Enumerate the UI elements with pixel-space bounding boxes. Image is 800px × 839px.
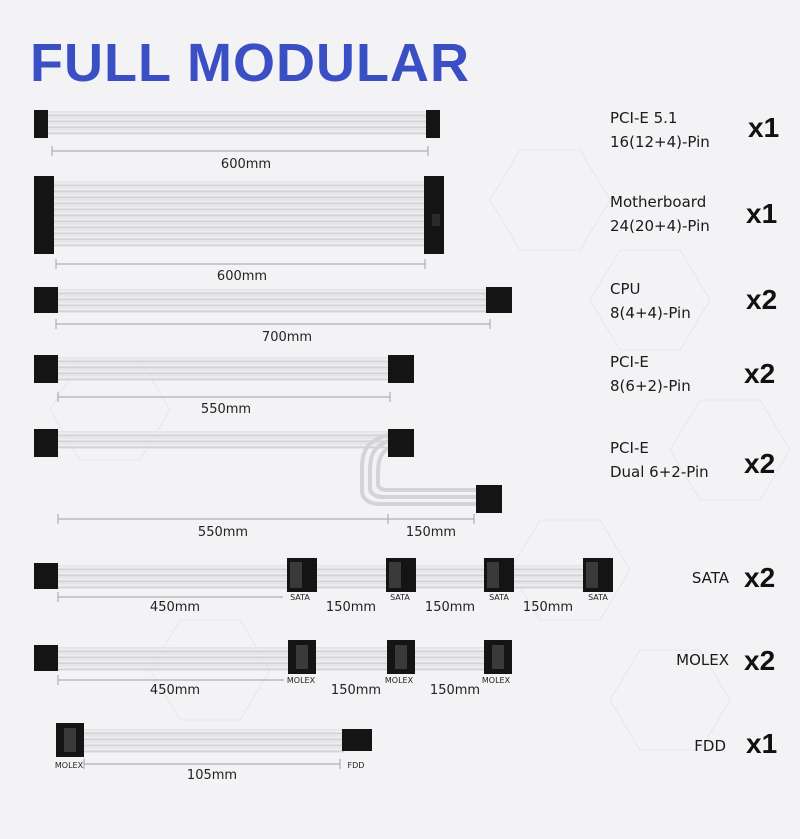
label-line2: 16(12+4)-Pin (610, 133, 710, 151)
cable-pcie51: 600mm (34, 110, 440, 172)
cable-label-sata: SATA (691, 569, 729, 587)
cable-pcie-dual: 550mm 150mm (34, 429, 502, 540)
sata-tag: SATA (489, 593, 509, 602)
dimension-label: 550mm (198, 525, 248, 540)
connector-8pin-right (388, 429, 414, 457)
connector-8pin-right (486, 287, 512, 313)
dimension-line (57, 514, 475, 524)
dimension-label: 105mm (187, 768, 237, 783)
connector-branch-8pin (476, 485, 502, 513)
dimension-line (51, 146, 429, 156)
dimension-label: 450mm (150, 683, 200, 698)
dimension-label: 600mm (217, 269, 267, 284)
qty-fdd: x1 (746, 728, 778, 759)
qty-molex: x2 (744, 645, 776, 676)
dimension-label: 450mm (150, 600, 200, 615)
sata-connector (583, 558, 613, 592)
qty-cpu: x2 (746, 284, 778, 315)
cable-label-pcie-dual: PCI-E Dual 6+2-Pin (610, 436, 709, 484)
dimension-line (55, 319, 491, 329)
cable-sata: SATA SATA SATA SATA 450mm 150mm 150mm 15… (34, 558, 613, 615)
cable-fdd: MOLEX FDD 105mm (55, 723, 372, 783)
dimension-label-branch: 150mm (406, 525, 456, 540)
sata-tag: SATA (588, 593, 608, 602)
wire-bundle (55, 647, 493, 671)
connector-8pin-left (34, 355, 58, 383)
connector-24pin-left (34, 176, 54, 254)
label-line1: Motherboard (610, 193, 707, 211)
molex-connector (484, 640, 512, 674)
wire-bundle (55, 357, 393, 381)
label-line2: 24(20+4)-Pin (610, 217, 710, 235)
cable-label-molex: MOLEX (676, 651, 729, 669)
molex-tag: MOLEX (287, 676, 316, 685)
molex-connector (288, 640, 316, 674)
qty-pcie51: x1 (748, 112, 780, 143)
label-line2: 8(6+2)-Pin (610, 377, 691, 395)
label-line2: 8(4+4)-Pin (610, 304, 691, 322)
page-title: FULL MODULAR (30, 33, 470, 93)
cable-motherboard: 600mm (34, 176, 444, 284)
dimension-label: 550mm (201, 402, 251, 417)
wire-bundle (81, 729, 345, 753)
wire-bundle (45, 111, 429, 135)
qty-pcie-dual: x2 (744, 448, 776, 479)
dimension-label: 150mm (326, 600, 376, 615)
dimension-line (83, 759, 341, 769)
fdd-connector (342, 729, 372, 751)
cable-label-fdd: FDD (694, 737, 726, 755)
molex-tag: MOLEX (55, 761, 84, 770)
wire-bundle (53, 289, 491, 313)
dimension-label: 700mm (262, 330, 312, 345)
sata-tag: SATA (390, 593, 410, 602)
molex-tag: MOLEX (482, 676, 511, 685)
molex-connector (387, 640, 415, 674)
dimension-label: 150mm (523, 600, 573, 615)
label-line1: PCI-E (610, 439, 649, 457)
dimension-label: 600mm (221, 157, 271, 172)
label-line1: PCI-E 5.1 (610, 109, 678, 127)
connector-8pin-left (34, 287, 58, 313)
connector-16pin-right (426, 110, 440, 138)
dimension-line (57, 592, 283, 602)
dimension-label: 150mm (430, 683, 480, 698)
sata-connector (287, 558, 317, 592)
cable-label-pcie51: PCI-E 5.1 16(12+4)-Pin (610, 106, 710, 154)
cable-cpu: 700mm (34, 287, 512, 345)
qty-pcie-8pin: x2 (744, 358, 776, 389)
dimension-line (55, 259, 426, 269)
connector-16pin-left (34, 110, 48, 138)
dimension-label: 150mm (331, 683, 381, 698)
label-line1: PCI-E (610, 353, 649, 371)
sata-connector (484, 558, 514, 592)
cable-label-cpu: CPU 8(4+4)-Pin (610, 277, 691, 325)
dimension-line (57, 392, 391, 402)
label-line2: Dual 6+2-Pin (610, 463, 709, 481)
dimension-label: 150mm (425, 600, 475, 615)
sata-tag: SATA (290, 593, 310, 602)
label-line1: CPU (610, 280, 641, 298)
molex-connector (56, 723, 84, 757)
sata-connector (386, 558, 416, 592)
wire-branch (360, 432, 478, 506)
connector-psu-end (34, 563, 58, 589)
qty-motherboard: x1 (746, 198, 778, 229)
wire-bundle (51, 181, 429, 247)
cable-molex: MOLEX MOLEX MOLEX 450mm 150mm 150mm (34, 640, 512, 698)
molex-tag: MOLEX (385, 676, 414, 685)
dimension-line (57, 675, 284, 685)
fdd-tag: FDD (348, 761, 365, 770)
cable-pcie-8pin: 550mm (34, 355, 414, 417)
wire-bundle (55, 431, 393, 449)
connector-psu-end (34, 645, 58, 671)
cable-label-motherboard: Motherboard 24(20+4)-Pin (610, 190, 710, 238)
connector-8pin-right (388, 355, 414, 383)
qty-sata: x2 (744, 562, 776, 593)
connector-8pin-left (34, 429, 58, 457)
cable-label-pcie-8pin: PCI-E 8(6+2)-Pin (610, 350, 691, 398)
